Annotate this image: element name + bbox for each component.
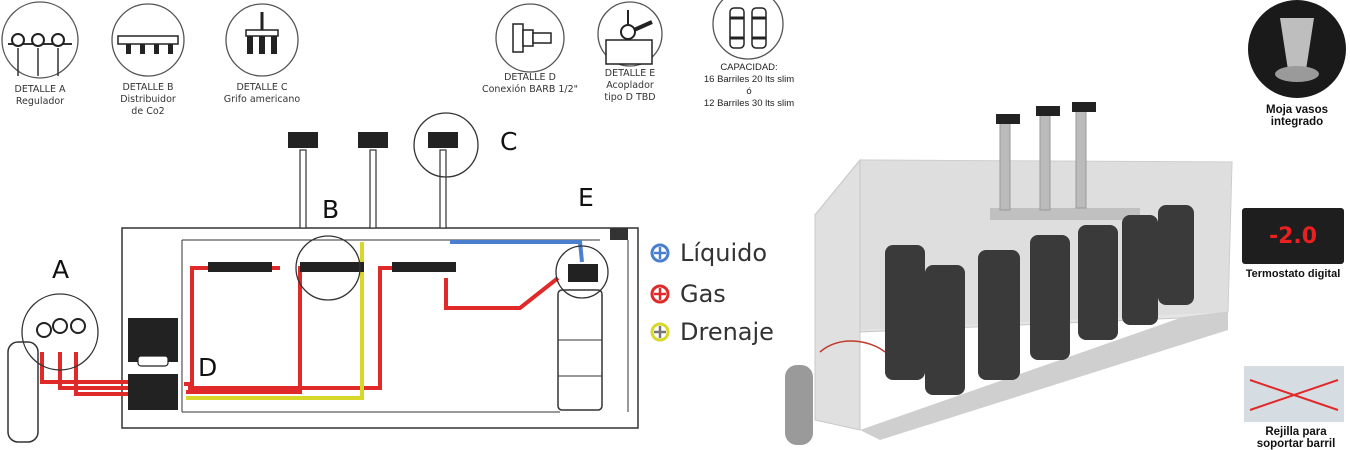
marker-e: E [578, 183, 594, 212]
detail-e-sub1: Acoplador [606, 80, 654, 91]
detail-c-icon [225, 3, 299, 77]
detail-b-caption: DETALLE B Distribuidor de Co2 [104, 82, 192, 118]
detail-d-title: DETALLE D [504, 72, 556, 83]
tap-towers [288, 112, 479, 229]
legend: Líquido Gas Drenaje [650, 239, 774, 346]
detail-e-icon [597, 1, 663, 67]
detail-e-title: DETALLE E [604, 68, 656, 79]
detail-c-sub: Grifo americano [223, 94, 301, 105]
detail-d-sub: Conexión BARB 1/2" [481, 84, 579, 95]
gas-lines [40, 266, 560, 396]
capacity-or: ó [746, 86, 752, 97]
detail-b-sub2: de Co2 [131, 106, 165, 117]
legend-drain: Drenaje [650, 318, 774, 346]
detail-b-sub1: Distribuidor [120, 94, 176, 105]
thermostat-display: -2.0 [1269, 224, 1317, 249]
capacity-caption: CAPACIDAD: 16 Barriles 20 lts slim ó 12 … [688, 62, 810, 110]
rack-line1: Rejilla para [1265, 426, 1327, 438]
rack-photo [1244, 366, 1344, 422]
capacity-icon [712, 0, 784, 60]
liquid-line [450, 240, 584, 263]
detail-c-title: DETALLE C [236, 82, 288, 93]
detail-d-icon [495, 3, 565, 73]
glass-rinser-photo [1248, 0, 1346, 98]
kegerator-render [785, 102, 1233, 445]
detail-b-icon [111, 3, 185, 77]
glass-rinser-line2: integrado [1270, 116, 1324, 128]
detail-a-title: DETALLE A [14, 84, 66, 95]
legend-liquid: Líquido [650, 239, 767, 267]
drain-line [186, 242, 364, 400]
cabinet-outline [121, 227, 639, 429]
detail-e-caption: DETALLE E Acoplador tipo D TBD [590, 68, 670, 104]
rack-line2: soportar barril [1256, 438, 1336, 450]
keg [555, 245, 609, 411]
glass-rinser-line1: Moja vasos [1266, 104, 1328, 116]
thermostat-photo: -2.0 [1242, 208, 1344, 264]
capacity-line2: 12 Barriles 30 lts slim [703, 98, 795, 109]
marker-a: A [52, 255, 69, 284]
co2-cylinder [7, 293, 99, 443]
detail-b-title: DETALLE B [122, 82, 174, 93]
detail-d-caption: DETALLE D Conexión BARB 1/2" [470, 72, 590, 96]
legend-gas: Gas [650, 280, 726, 308]
co2-distributors [208, 235, 456, 301]
detail-e-sub2: tipo D TBD [604, 92, 656, 103]
compressor-vent [128, 318, 178, 410]
detail-a-caption: DETALLE A Regulador [0, 84, 82, 108]
capacity-line1: 16 Barriles 20 lts slim [703, 74, 795, 85]
marker-b: B [322, 195, 339, 224]
glass-rinser-caption: Moja vasos integrado [1250, 104, 1344, 128]
capacity-title: CAPACIDAD: [720, 62, 778, 73]
rack-caption: Rejilla para soportar barril [1246, 426, 1346, 450]
marker-c: C [500, 127, 517, 156]
detail-a-icon [1, 1, 79, 79]
legend-liquid-label: Líquido [680, 239, 767, 267]
legend-drain-label: Drenaje [680, 318, 774, 346]
marker-d: D [198, 353, 217, 382]
detail-a-sub: Regulador [15, 96, 65, 107]
thermostat-caption: Termostato digital [1245, 268, 1341, 280]
detail-c-caption: DETALLE C Grifo americano [212, 82, 312, 106]
legend-gas-label: Gas [680, 280, 726, 308]
